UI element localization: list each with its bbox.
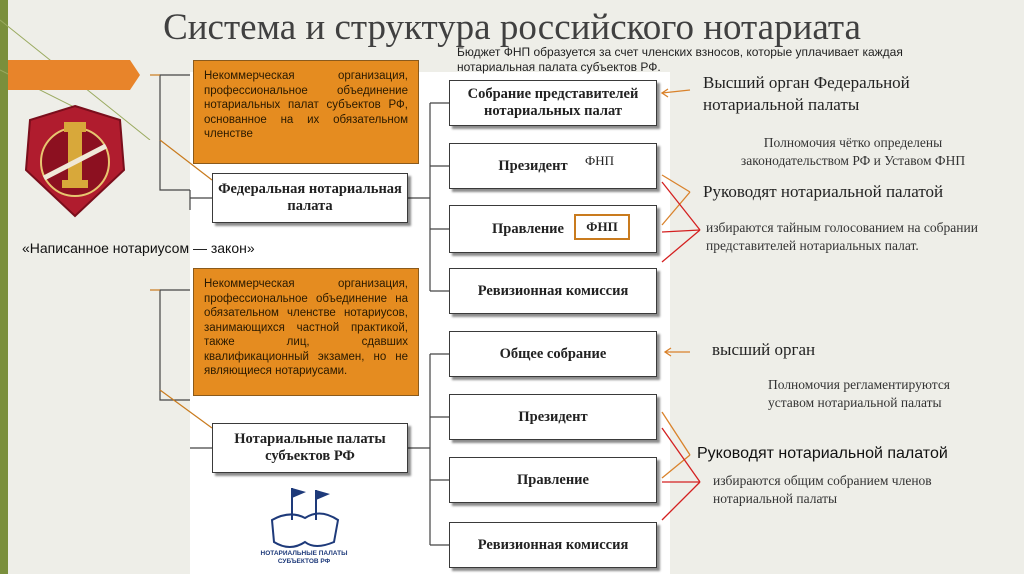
- annotation-elected-fnp: избираются тайным голосованием на собран…: [706, 220, 978, 253]
- np-general-meeting-box: Общее собрание: [449, 331, 657, 377]
- left-accent-stripe: [0, 0, 8, 574]
- annotation-supreme-np: высший орган: [712, 340, 816, 359]
- federal-notary-chamber-box: Федеральная нотариальная палата: [212, 173, 408, 223]
- annotation-powers-np: Полномочия регламентируются уставом нота…: [768, 377, 951, 410]
- motto-quote: «Написанное нотариусом — закон»: [22, 240, 255, 256]
- np-board-box: Правление: [449, 457, 657, 503]
- notary-chambers-logo-icon: [270, 488, 340, 548]
- logo-caption: НОТАРИАЛЬНЫЕ ПАЛАТЫ СУБЪЕКТОВ РФ: [260, 550, 348, 565]
- np-description-box: Некоммерческая организация, профессионал…: [193, 268, 419, 396]
- fnp-description-box: Некоммерческая организация, профессионал…: [193, 60, 419, 164]
- regional-notary-chambers-box: Нотариальные палаты субъектов РФ: [212, 423, 408, 473]
- annotation-lead-np: Руководят нотариальной палатой: [697, 445, 948, 462]
- fnp-audit-commission-box: Ревизионная комиссия: [449, 268, 657, 314]
- np-audit-commission-box: Ревизионная комиссия: [449, 522, 657, 568]
- fnp-board-tag: ФНП: [574, 214, 630, 240]
- notary-emblem-icon: [24, 104, 126, 218]
- np-president-box: Президент: [449, 394, 657, 440]
- annotation-powers-fnp: Полномочия чётко определены законодатель…: [740, 135, 966, 168]
- annotation-elected-np: избираются общим собранием членов нотари…: [713, 473, 932, 506]
- fnp-board-label: Правление: [492, 220, 564, 237]
- page-title: Система и структура российского нотариат…: [163, 7, 861, 48]
- budget-note: Бюджет ФНП образуется за счет членских в…: [457, 45, 903, 74]
- fnp-president-label: Президент: [498, 157, 568, 174]
- fnp-representatives-assembly-box: Собрание представителей нотариальных пал…: [449, 80, 657, 126]
- annotation-lead-fnp: Руководят нотариальной палатой: [703, 182, 944, 201]
- fnp-president-box: Президент: [449, 143, 657, 189]
- annotation-supreme-fnp: Высший орган Федеральной нотариальной па…: [703, 73, 910, 114]
- orange-banner-shape: [8, 60, 140, 90]
- fnp-president-tag: ФНП: [585, 153, 615, 168]
